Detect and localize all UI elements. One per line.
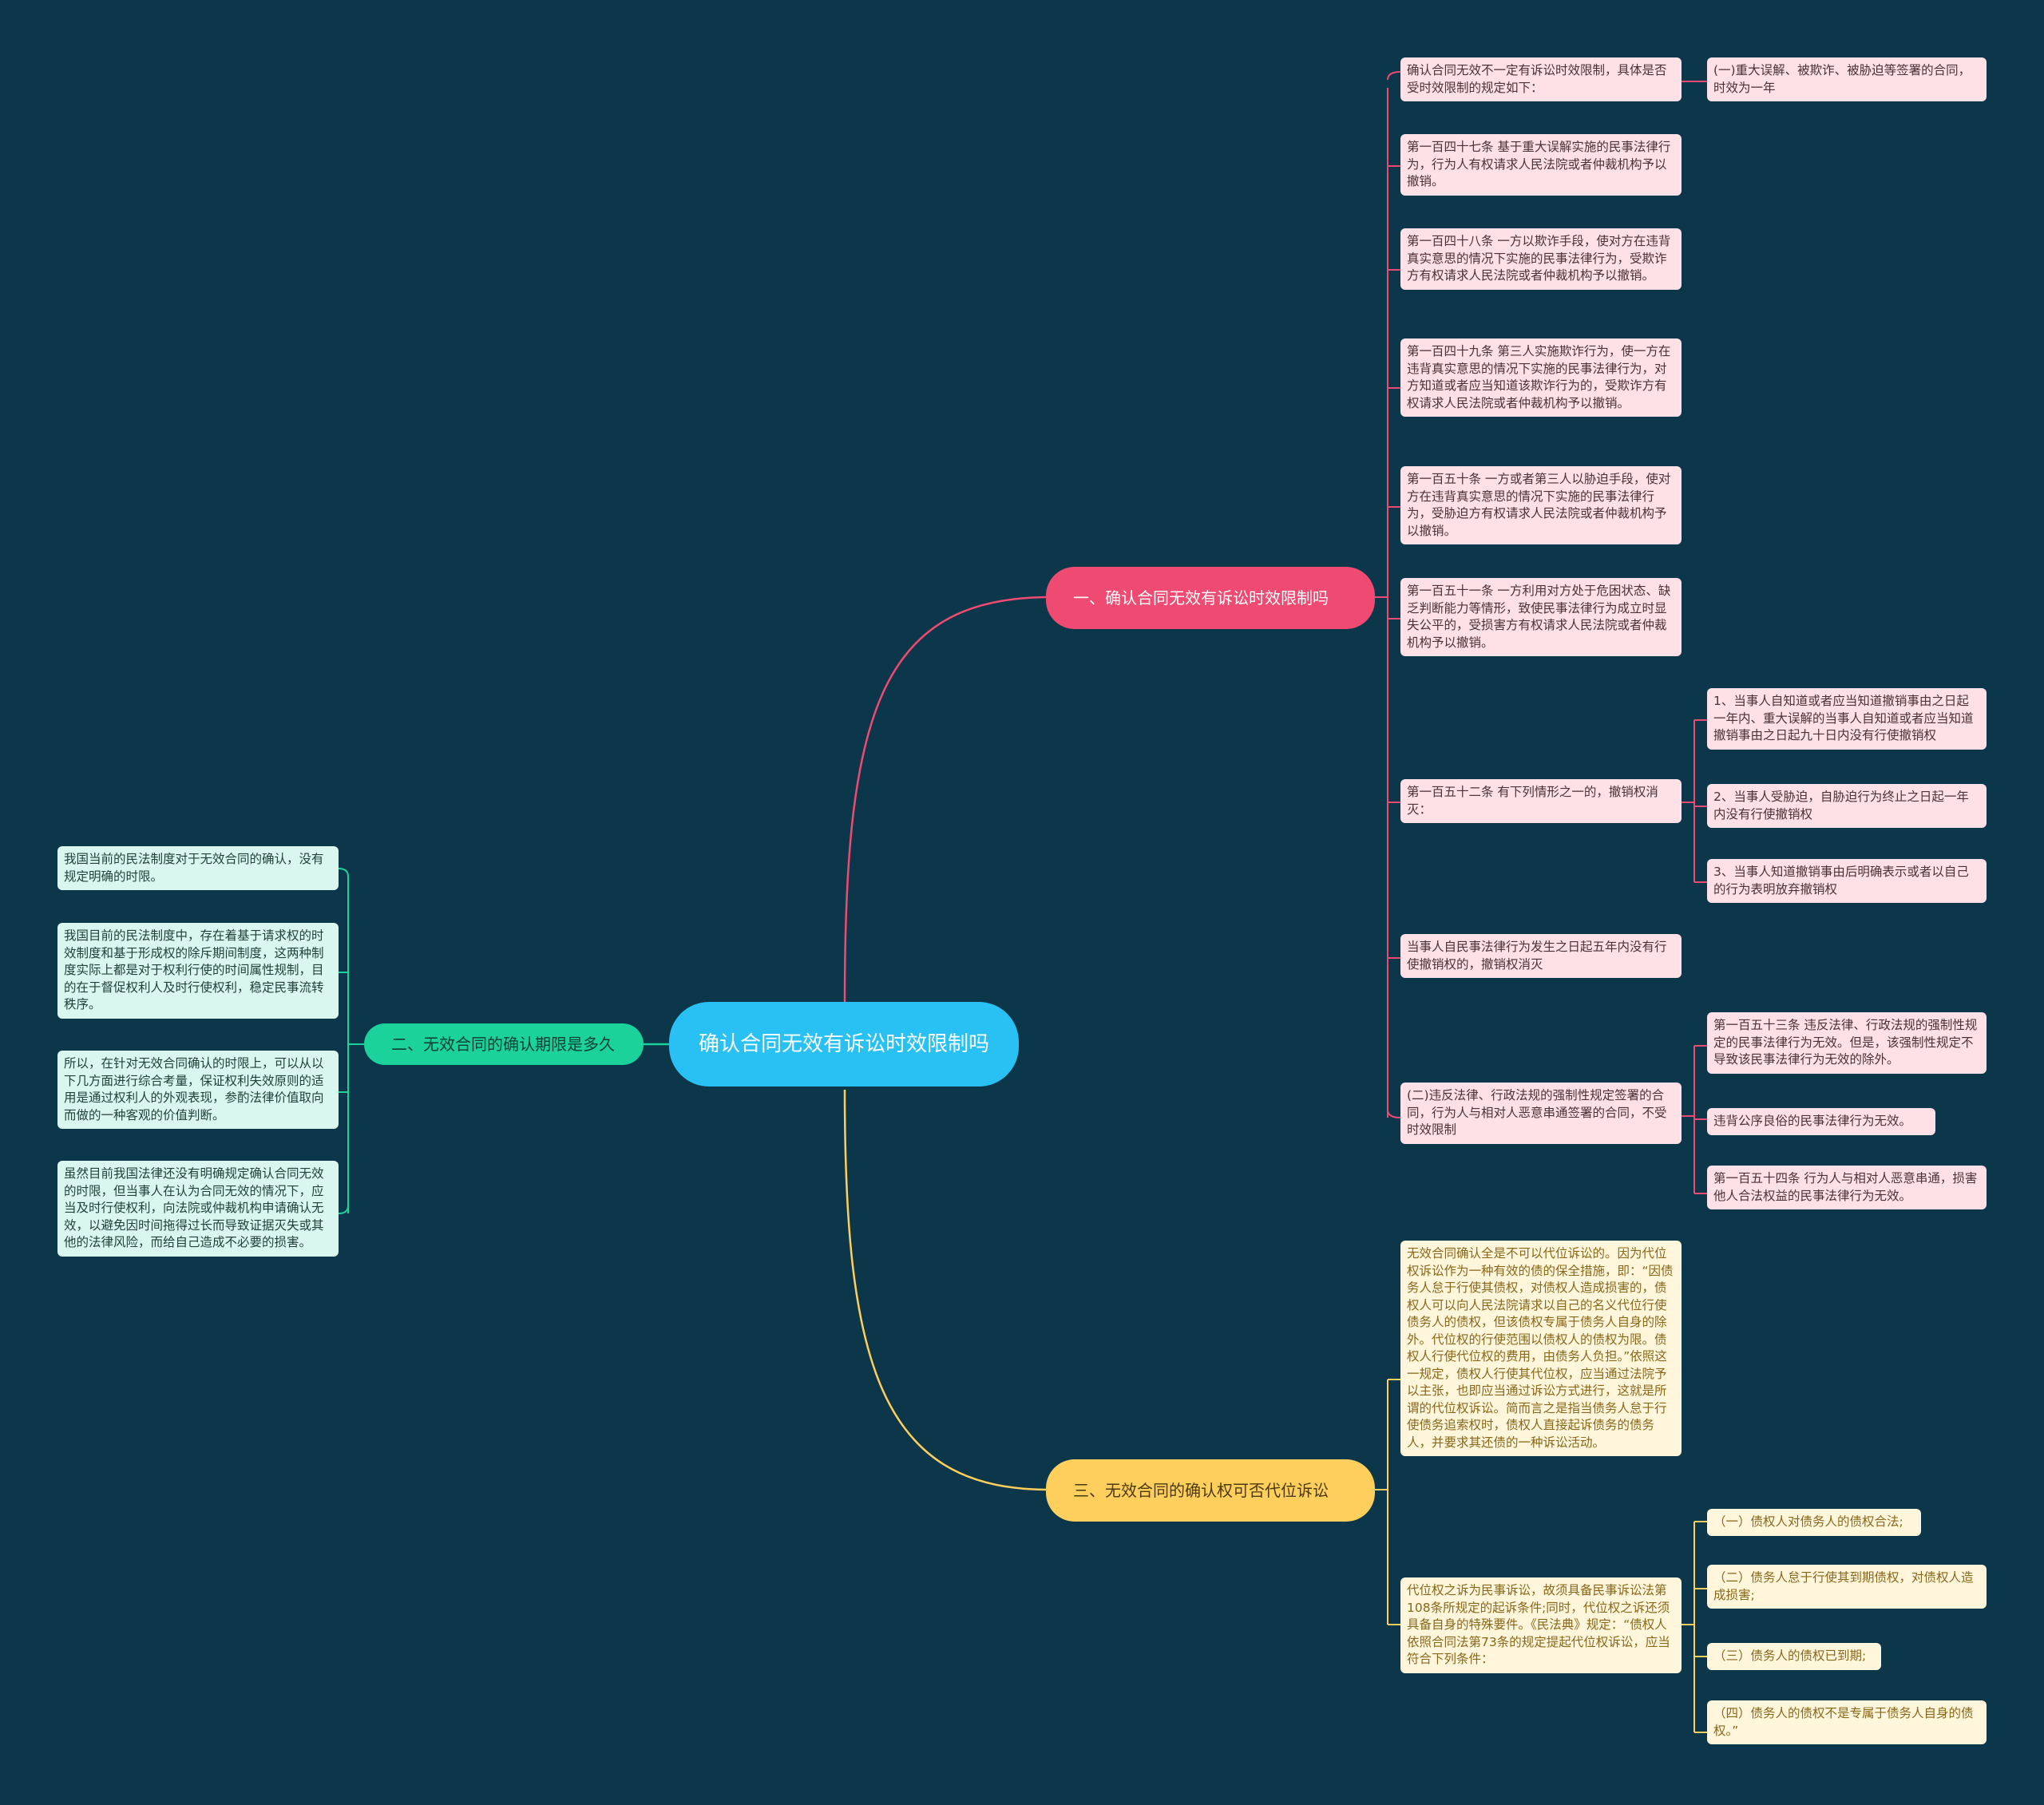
topic-condition-3[interactable]: （三）债务人的债权已到期; — [1707, 1643, 1881, 1670]
topic-article-150[interactable]: 第一百五十条 一方或者第三人以胁迫手段，使对方在违背真实意思的情况下实施的民事法… — [1400, 466, 1682, 544]
topic-article-154[interactable]: 第一百五十四条 行为人与相对人恶意串通，损害他人合法权益的民事法律行为无效。 — [1707, 1166, 1987, 1209]
topic-subrogation-not-allowed[interactable]: 无效合同确认全是不可以代位诉讼的。因为代位权诉讼作为一种有效的债的保全措施，即：… — [1400, 1241, 1682, 1456]
topic-article-148[interactable]: 第一百四十八条 一方以欺诈手段，使对方在违背真实意思的情况下实施的民事法律行为，… — [1400, 228, 1682, 290]
topic-public-order[interactable]: 违背公序良俗的民事法律行为无效。 — [1707, 1108, 1935, 1135]
root-topic[interactable]: 确认合同无效有诉讼时效限制吗 — [669, 1002, 1019, 1087]
branch-2-confirm-period[interactable]: 二、无效合同的确认期限是多久 — [364, 1023, 644, 1065]
topic-article-153[interactable]: 第一百五十三条 违反法律、行政法规的强制性规定的民事法律行为无效。但是，该强制性… — [1707, 1012, 1987, 1074]
topic-limitation-systems[interactable]: 我国目前的民法制度中，存在着基于请求权的时效制度和基于形成权的除斥期间制度，这两… — [57, 923, 339, 1019]
topic-article-147[interactable]: 第一百四十七条 基于重大误解实施的民事法律行为，行为人有权请求人民法院或者仲裁机… — [1400, 134, 1682, 196]
branch-3-subrogation[interactable]: 三、无效合同的确认权可否代位诉讼 — [1046, 1459, 1375, 1522]
topic-no-time-limit[interactable]: (二)违反法律、行政法规的强制性规定签署的合同，行为人与相对人恶意串通签署的合同… — [1400, 1083, 1682, 1144]
topic-article-151[interactable]: 第一百五十一条 一方利用对方处于危困状态、缺乏判断能力等情形，致使民事法律行为成… — [1400, 578, 1682, 656]
topic-condition-1[interactable]: （一）债权人对债务人的债权合法; — [1707, 1509, 1921, 1536]
topic-time-limit-intro[interactable]: 确认合同无效不一定有诉讼时效限制，具体是否受时效限制的规定如下： — [1400, 57, 1682, 101]
topic-revoke-lapse-1[interactable]: 1、当事人自知道或者应当知道撤销事由之日起一年内、重大误解的当事人自知道或者应当… — [1707, 688, 1987, 750]
topic-comprehensive-judgment[interactable]: 所以，在针对无效合同确认的时限上，可以从以下几方面进行综合考量，保证权利失效原则… — [57, 1051, 339, 1129]
topic-timely-exercise[interactable]: 虽然目前我国法律还没有明确规定确认合同无效的时限，但当事人在认为合同无效的情况下… — [57, 1161, 339, 1257]
topic-one-year-limit[interactable]: (一)重大误解、被欺诈、被胁迫等签署的合同，时效为一年 — [1707, 57, 1987, 101]
topic-article-149[interactable]: 第一百四十九条 第三人实施欺诈行为，使一方在违背真实意思的情况下实施的民事法律行… — [1400, 338, 1682, 417]
topic-condition-4[interactable]: （四）债务人的债权不是专属于债务人自身的债权。” — [1707, 1700, 1987, 1744]
topic-subrogation-conditions[interactable]: 代位权之诉为民事诉讼，故须具备民事诉讼法第108条所规定的起诉条件;同时，代位权… — [1400, 1577, 1682, 1673]
topic-article-152[interactable]: 第一百五十二条 有下列情形之一的，撤销权消灭： — [1400, 779, 1682, 823]
topic-five-year-lapse[interactable]: 当事人自民事法律行为发生之日起五年内没有行使撤销权的，撤销权消灭 — [1400, 934, 1682, 978]
topic-no-clear-limit[interactable]: 我国当前的民法制度对于无效合同的确认，没有规定明确的时限。 — [57, 846, 339, 890]
topic-condition-2[interactable]: （二）债务人怠于行使其到期债权，对债权人造成损害; — [1707, 1565, 1987, 1609]
topic-revoke-lapse-2[interactable]: 2、当事人受胁迫，自胁迫行为终止之日起一年内没有行使撤销权 — [1707, 784, 1987, 828]
branch-1-time-limit[interactable]: 一、确认合同无效有诉讼时效限制吗 — [1046, 567, 1375, 629]
topic-revoke-lapse-3[interactable]: 3、当事人知道撤销事由后明确表示或者以自己的行为表明放弃撤销权 — [1707, 859, 1987, 903]
